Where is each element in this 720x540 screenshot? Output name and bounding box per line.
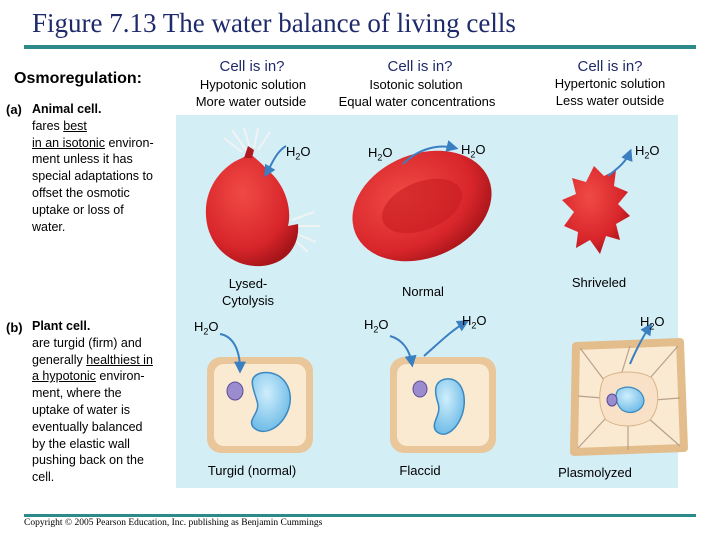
label-lysed: Lysed-: [228, 276, 268, 291]
footer-rule: [24, 514, 696, 517]
solution-isotonic: Isotonic solution: [369, 77, 463, 92]
copyright-footer: Copyright © 2005 Pearson Education, Inc.…: [24, 518, 323, 528]
water-label: H2O: [194, 319, 219, 337]
animal-line: water.: [32, 219, 66, 234]
note-hypotonic: More water outside: [195, 94, 307, 109]
water-label: H2O: [286, 144, 311, 162]
animal-line: offset the osmotic: [32, 185, 130, 200]
lysed-red-blood-cell: [205, 127, 320, 267]
water-arrows-flaccid: [389, 320, 470, 368]
water-arrow-into-lysed: [264, 145, 287, 178]
plant-line: healthiest in: [86, 352, 153, 367]
page-title: Figure 7.13 The water balance of living …: [32, 8, 516, 38]
plant-line: eventually balanced: [32, 419, 143, 434]
osmoregulation-heading: Osmoregulation:: [14, 70, 143, 87]
animal-line: in an isotonic: [32, 135, 105, 150]
plant-line: are turgid (firm) and: [32, 335, 142, 350]
label-cytolysis: Cytolysis: [221, 293, 274, 308]
water-label: H2O: [462, 313, 487, 331]
column-question-isotonic: Cell is in?: [387, 58, 453, 75]
water-arrow-into-turgid: [219, 333, 246, 374]
plant-line: cell.: [32, 470, 55, 485]
plant-line: generally: [32, 352, 87, 367]
water-label: H2O: [461, 142, 486, 160]
water-arrow-out-shriveled: [607, 148, 633, 177]
animal-line: best: [63, 118, 87, 133]
water-label: H2O: [364, 317, 389, 335]
water-label: H2O: [640, 314, 665, 332]
animal-line: environ-: [104, 135, 154, 150]
plant-line: a hypotonic: [32, 369, 96, 384]
title-rule: [24, 45, 696, 49]
animal-tag: (a): [6, 102, 22, 117]
column-question-hypertonic: Cell is in?: [577, 58, 643, 75]
water-arrow-out-plasmolyzed: [629, 323, 652, 365]
note-hypertonic: Less water outside: [555, 93, 665, 108]
plant-line: pushing back on the: [32, 453, 144, 468]
water-label: H2O: [635, 143, 660, 161]
label-normal: Normal: [402, 284, 444, 299]
label-turgid: Turgid (normal): [207, 463, 297, 478]
solution-hypertonic: Hypertonic solution: [554, 76, 666, 91]
solution-hypotonic: Hypotonic solution: [199, 77, 307, 92]
column-question-hypotonic: Cell is in?: [219, 58, 285, 75]
water-arrows-isotonic: [402, 140, 459, 165]
shriveled-red-blood-cell: [562, 166, 630, 254]
flaccid-plant-cell: [390, 357, 496, 453]
plasmolyzed-plant-cell: [570, 338, 688, 456]
plant-tag: (b): [6, 320, 23, 335]
plant-line: uptake of water is: [32, 402, 130, 417]
label-flaccid: Flaccid: [399, 463, 441, 478]
animal-line: uptake or loss of: [32, 202, 124, 217]
turgid-plant-cell: [207, 357, 313, 453]
plant-line: ment, where the: [32, 386, 122, 401]
animal-line: ment unless it has: [32, 152, 133, 167]
water-label: H2O: [368, 145, 393, 163]
plant-title: Plant cell.: [32, 319, 91, 333]
animal-line: fares: [32, 118, 64, 133]
animal-description: Animal cell. fares best in an isotonic e…: [32, 101, 177, 235]
normal-red-blood-cell: [352, 150, 492, 262]
plant-description: Plant cell. are turgid (firm) and genera…: [32, 318, 177, 486]
label-plasmolyzed: Plasmolyzed: [558, 465, 632, 480]
note-isotonic: Equal water concentrations: [338, 94, 496, 109]
animal-line: special adaptations to: [32, 169, 153, 184]
label-shriveled: Shriveled: [571, 275, 627, 290]
plant-line: environ-: [95, 369, 145, 384]
plant-line: by the elastic wall: [32, 436, 130, 451]
animal-title: Animal cell.: [32, 102, 102, 116]
